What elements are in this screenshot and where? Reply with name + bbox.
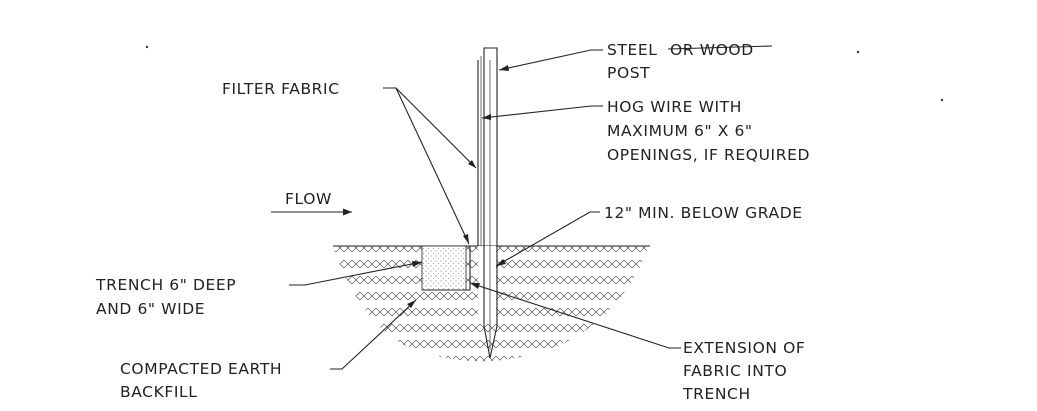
leader-steel-post-arrow	[499, 65, 509, 71]
label-steel-post: STEEL OR WOOD POST	[607, 41, 773, 82]
leader-filter-fabric-2	[395, 87, 470, 245]
label-extension-1: EXTENSION OF	[683, 339, 805, 357]
label-backfill-2: BACKFILL	[120, 383, 198, 401]
strikethrough-line	[667, 45, 773, 50]
leader-hog-wire-arrow	[482, 114, 491, 120]
fabric-extension	[422, 246, 471, 291]
leader-trench-arrow	[412, 261, 422, 267]
label-extension-3: TRENCH	[682, 385, 751, 403]
flow-arrow-head	[343, 208, 352, 216]
label-hog-wire-1: HOG WIRE WITH	[607, 98, 742, 116]
scan-speck	[856, 50, 860, 54]
label-or-wood-struck: OR WOOD	[670, 41, 754, 59]
leader-hog-wire	[481, 105, 603, 119]
label-backfill-1: COMPACTED EARTH	[120, 360, 282, 378]
label-hog-wire-3: OPENINGS, IF REQUIRED	[607, 146, 810, 164]
leader-backfill	[330, 299, 417, 370]
label-filter-fabric: FILTER FABRIC	[222, 80, 340, 98]
leader-filter-fabric-arrow	[468, 160, 476, 168]
scan-speck	[145, 45, 149, 49]
label-trench-1: TRENCH 6" DEEP	[95, 276, 236, 294]
leader-steel-post	[498, 49, 603, 71]
label-backfill: COMPACTED EARTH BACKFILL	[120, 360, 282, 401]
label-flow: FLOW	[285, 190, 332, 208]
scan-speck	[940, 98, 944, 102]
label-trench: TRENCH 6" DEEP AND 6" WIDE	[95, 276, 236, 318]
label-extension: EXTENSION OF FABRIC INTO TRENCH	[682, 339, 805, 403]
leader-extension-arrow	[470, 283, 480, 289]
leader-trench	[289, 261, 423, 286]
label-trench-2: AND 6" WIDE	[96, 300, 205, 318]
label-post: POST	[607, 64, 650, 82]
leader-below-grade-arrow	[496, 259, 506, 266]
label-steel: STEEL	[607, 41, 658, 59]
leader-extension	[469, 282, 681, 349]
leader-backfill-arrow	[407, 300, 416, 308]
label-hog-wire: HOG WIRE WITH MAXIMUM 6" X 6" OPENINGS, …	[607, 98, 810, 164]
post-clear-area	[478, 246, 496, 324]
label-hog-wire-2: MAXIMUM 6" X 6"	[607, 122, 753, 140]
leader-below-grade	[495, 211, 600, 267]
leader-filter-fabric-2-arrow	[463, 234, 469, 244]
leader-filter-fabric	[383, 87, 477, 169]
label-below-grade: 12" MIN. BELOW GRADE	[604, 204, 803, 222]
label-extension-2: FABRIC INTO	[683, 362, 787, 380]
steel-post	[483, 47, 498, 359]
trench-stipple	[421, 245, 467, 291]
